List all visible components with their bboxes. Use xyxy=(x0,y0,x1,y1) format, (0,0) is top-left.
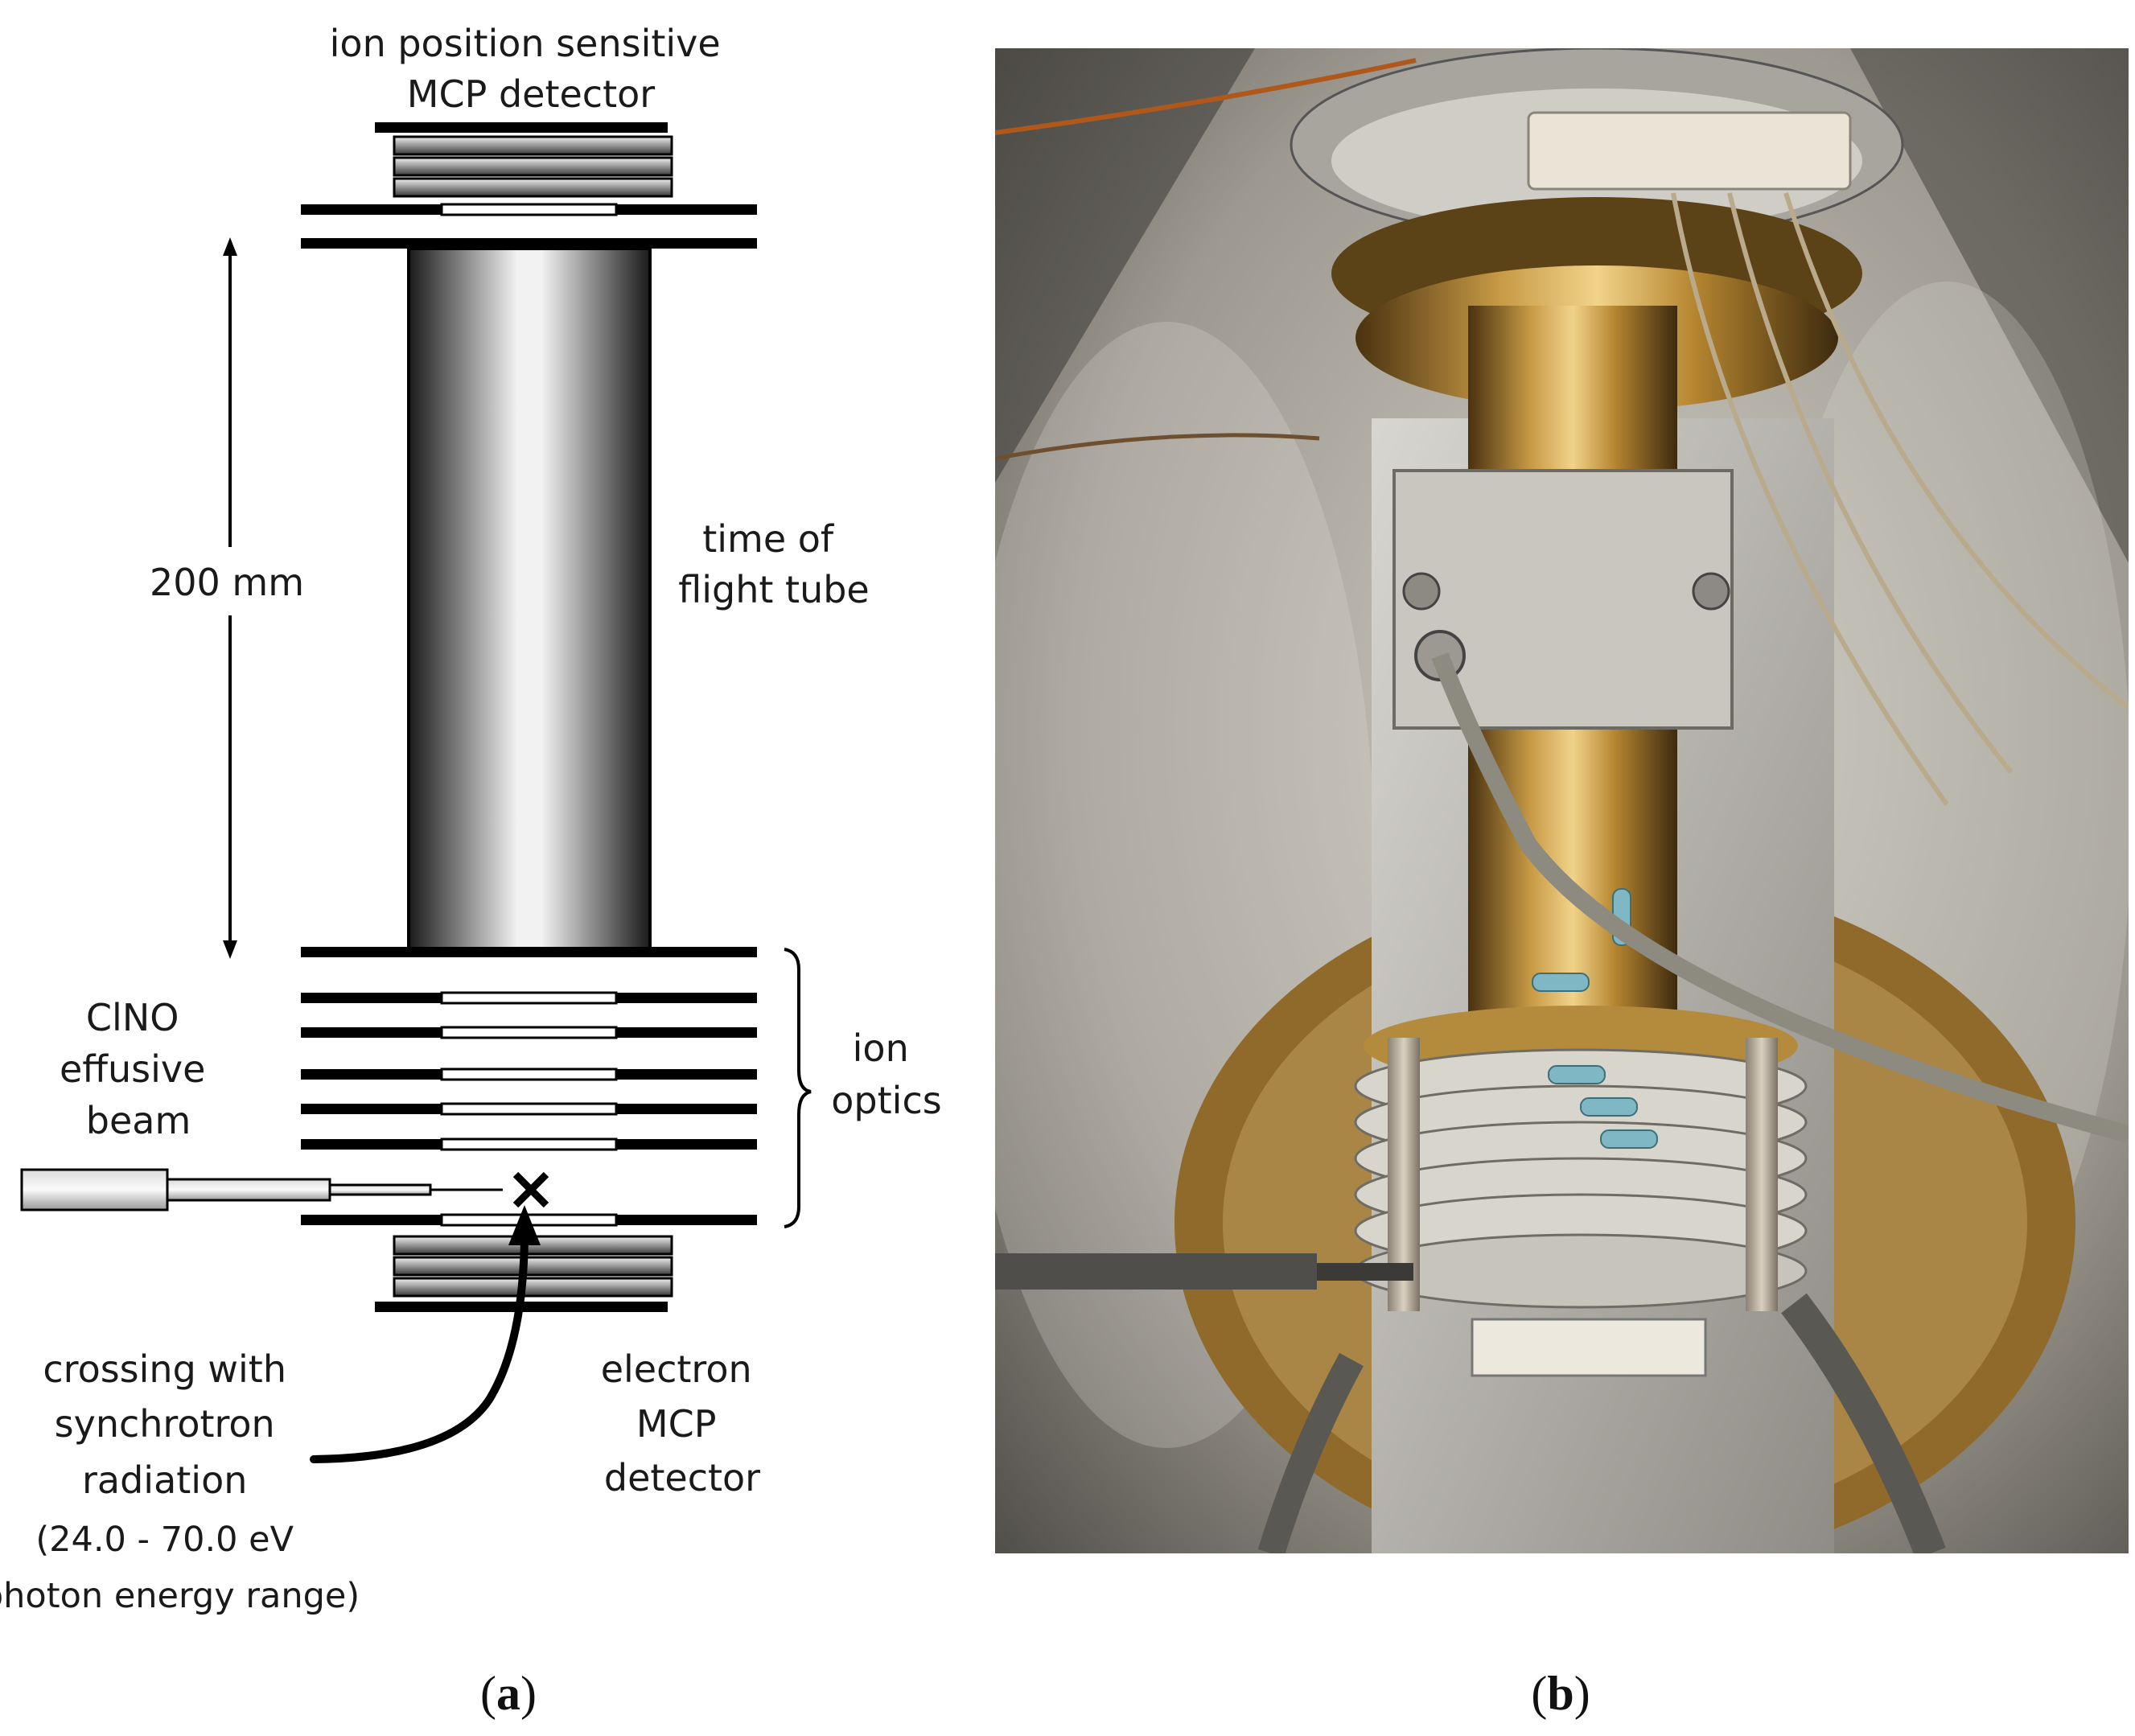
ion-mcp-detector xyxy=(375,122,673,198)
panel-b-photo: (b) xyxy=(995,48,2129,1720)
electron-mcp-detector xyxy=(375,1235,673,1312)
ion-mcp-label-line-2: MCP detector xyxy=(407,72,655,116)
crossing-point-marker xyxy=(512,1171,549,1208)
beam-label-line-1: ClNO xyxy=(86,996,179,1039)
crossing-label: crossing with synchrotron radiation (24.… xyxy=(0,1347,360,1616)
tof-tube-label: time of flight tube xyxy=(678,517,869,611)
time-of-flight-tube xyxy=(407,247,652,955)
electron-mcp-label-line-2: MCP xyxy=(636,1402,717,1446)
panel-a-caption-open: ( xyxy=(480,1667,496,1720)
beam-label-line-3: beam xyxy=(86,1099,191,1142)
ion-mcp-label: ion position sensitive MCP detector xyxy=(330,22,733,116)
crossing-label-line-5: photon energy range) xyxy=(0,1576,360,1616)
ion-optics-plates xyxy=(301,947,757,1227)
electron-mcp-label-line-1: electron xyxy=(601,1347,752,1391)
panel-a-caption-close: ) xyxy=(520,1667,537,1720)
electron-mcp-label: electron MCP detector xyxy=(601,1347,764,1499)
ion-optics-label-line-2: optics xyxy=(831,1079,941,1122)
gas-nozzle xyxy=(995,1253,1317,1290)
ion-optics-brace xyxy=(784,948,812,1228)
ion-mcp-label-line-1: ion position sensitive xyxy=(330,22,721,65)
electron-mcp-label-line-3: detector xyxy=(604,1456,760,1499)
panel-a-caption-letter: a xyxy=(496,1667,520,1720)
panel-b-caption-letter: b xyxy=(1547,1667,1573,1720)
panel-b-caption-close: ) xyxy=(1574,1667,1590,1720)
tof-tube-label-line-2: flight tube xyxy=(678,568,869,611)
synchrotron-radiation-arrow xyxy=(310,1205,541,1463)
panel-b-caption-open: ( xyxy=(1531,1667,1547,1720)
ion-optics-label: ion optics xyxy=(831,1026,941,1122)
tof-tube-label-line-1: time of xyxy=(702,517,835,561)
length-label: 200 mm xyxy=(150,561,304,604)
crossing-label-line-2: synchrotron xyxy=(55,1402,275,1446)
length-dimension-arrow xyxy=(223,237,237,959)
panel-a-caption: (a) xyxy=(480,1667,537,1720)
beam-label: ClNO effusive beam xyxy=(60,996,217,1142)
crossing-label-line-3: radiation xyxy=(82,1458,247,1502)
beam-label-line-2: effusive xyxy=(60,1047,205,1091)
crossing-label-line-1: crossing with xyxy=(43,1347,286,1391)
effusive-beam-nozzle xyxy=(20,1168,503,1211)
ion-optics-label-line-1: ion xyxy=(853,1026,909,1070)
panel-b-caption: (b) xyxy=(1531,1667,1590,1720)
top-flange xyxy=(301,203,757,249)
panel-a-schematic: ion position sensitive MCP detector 200 … xyxy=(0,22,942,1720)
crossing-label-line-4: (24.0 - 70.0 eV xyxy=(35,1520,294,1560)
